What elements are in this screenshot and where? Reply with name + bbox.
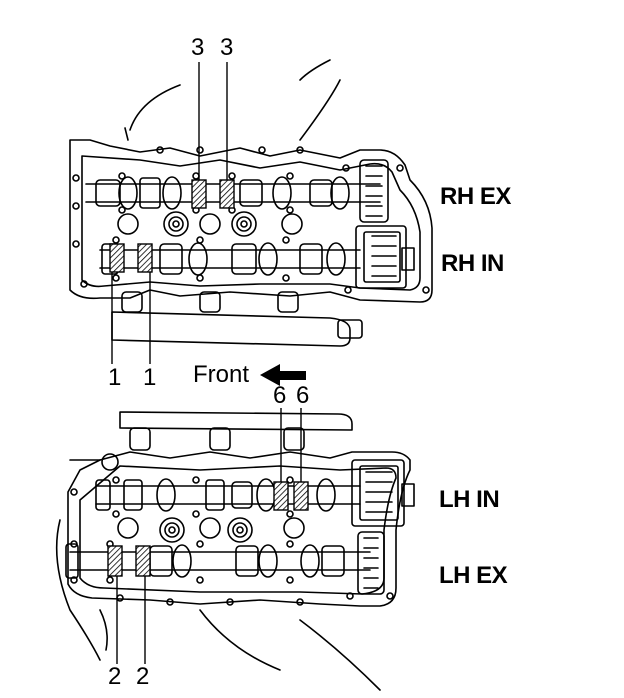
- lh-spark-plug-holes: [117, 517, 305, 543]
- lh-in-label: LH IN: [439, 486, 500, 513]
- rh-manifold: [111, 291, 363, 347]
- callout-2-right: 2: [136, 663, 150, 690]
- front-arrow-icon: [260, 364, 306, 386]
- cap-1a: [109, 243, 125, 273]
- callout-leaders: [111, 62, 302, 664]
- callout-1-left: 1: [108, 364, 122, 391]
- callout-2-left: 2: [108, 663, 122, 690]
- cap-6a: [273, 481, 289, 511]
- rh-ex-label: RH EX: [440, 183, 511, 210]
- lh-in-camshaft: [95, 459, 415, 527]
- cap-2b: [135, 545, 151, 577]
- cap-2a: [107, 545, 123, 577]
- rh-spark-plug-holes: [117, 211, 303, 237]
- rh-in-label: RH IN: [441, 250, 504, 277]
- callout-1-right: 1: [143, 364, 157, 391]
- left-bank-cylinder-head: [55, 451, 411, 691]
- callout-3-right: 3: [220, 34, 234, 61]
- cap-1b: [137, 243, 153, 273]
- right-bank-cylinder-head: [69, 59, 433, 303]
- lh-ex-label: LH EX: [439, 562, 508, 589]
- callout-6-right: 6: [296, 382, 310, 409]
- lh-bolts: [70, 476, 394, 606]
- left-bank-manifold: [69, 411, 353, 471]
- callout-3-left: 3: [191, 34, 205, 61]
- cap-6b: [293, 481, 309, 511]
- highlighted-bearing-caps: [107, 179, 309, 577]
- cap-3b: [219, 179, 235, 209]
- rh-bolts: [72, 146, 430, 294]
- rh-ex-camshaft: [85, 159, 389, 223]
- front-label: Front: [193, 361, 250, 388]
- cap-3a: [191, 179, 207, 209]
- callout-6-left: 6: [273, 382, 287, 409]
